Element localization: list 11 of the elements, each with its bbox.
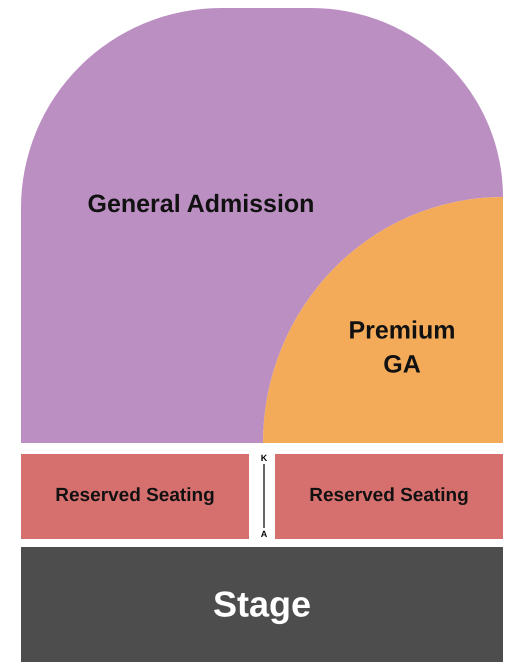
row-letter: K [260,453,268,463]
reserved-seating-section [21,454,249,539]
general-admission-section [21,8,503,443]
stage-area [21,547,503,662]
section-label: General Admission [86,189,316,220]
section-label: Reserved Seating [54,484,216,508]
section-label: Reserved Seating [308,484,470,508]
section-label: Premium GA [348,315,456,380]
reserved-seating-section [275,454,503,539]
row-letter: A [260,529,268,539]
section-label: Stage [212,582,312,627]
